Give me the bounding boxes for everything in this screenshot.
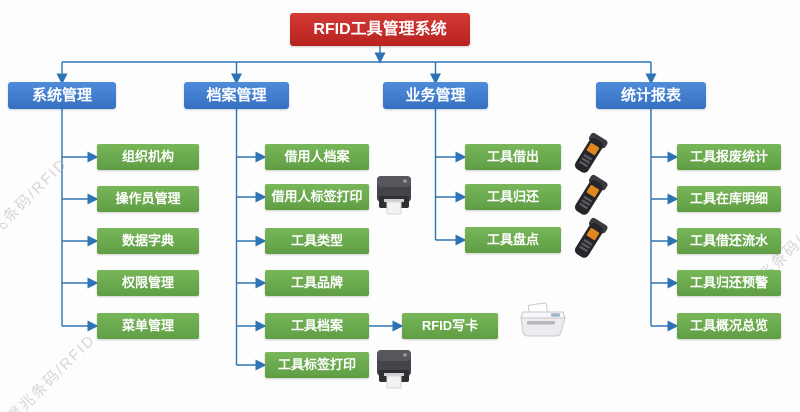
leaf-node: 工具归还预警 (677, 270, 781, 296)
handheld-reader-icon (566, 216, 610, 271)
branch-business-mgmt: 业务管理 (383, 82, 488, 109)
card-writer-icon (515, 298, 571, 349)
handheld-reader-icon (566, 173, 610, 228)
leaf-node: 工具报废统计 (677, 144, 781, 170)
leaf-node: 菜单管理 (97, 313, 199, 339)
leaf-node: 工具类型 (265, 228, 369, 254)
leaf-node: 数据字典 (97, 228, 199, 254)
label-printer-icon (374, 172, 414, 223)
leaf-node: 组织机构 (97, 144, 199, 170)
leaf-node: 工具借出 (465, 144, 561, 170)
leaf-node: 工具归还 (465, 184, 561, 210)
leaf-node: 工具品牌 (265, 270, 369, 296)
branch-report-mgmt: 统计报表 (596, 82, 706, 109)
leaf-node: 工具盘点 (465, 227, 561, 253)
rfid-write-card-node: RFID写卡 (402, 313, 498, 339)
branch-system-mgmt: 系统管理 (8, 82, 116, 109)
leaf-node: 工具档案 (265, 313, 369, 339)
leaf-node: 工具在库明细 (677, 186, 781, 212)
root-node: RFID工具管理系统 (290, 13, 470, 46)
handheld-reader-icon (566, 131, 610, 186)
leaf-node: 操作员管理 (97, 186, 199, 212)
leaf-node: 借用人标签打印 (265, 184, 369, 210)
label-printer-icon (374, 346, 414, 397)
leaf-node: 权限管理 (97, 270, 199, 296)
branch-archive-mgmt: 档案管理 (184, 82, 289, 109)
leaf-node: 工具借还流水 (677, 228, 781, 254)
leaf-node: 工具概况总览 (677, 313, 781, 339)
leaf-node: 工具标签打印 (265, 352, 369, 378)
leaf-node: 借用人档案 (265, 144, 369, 170)
